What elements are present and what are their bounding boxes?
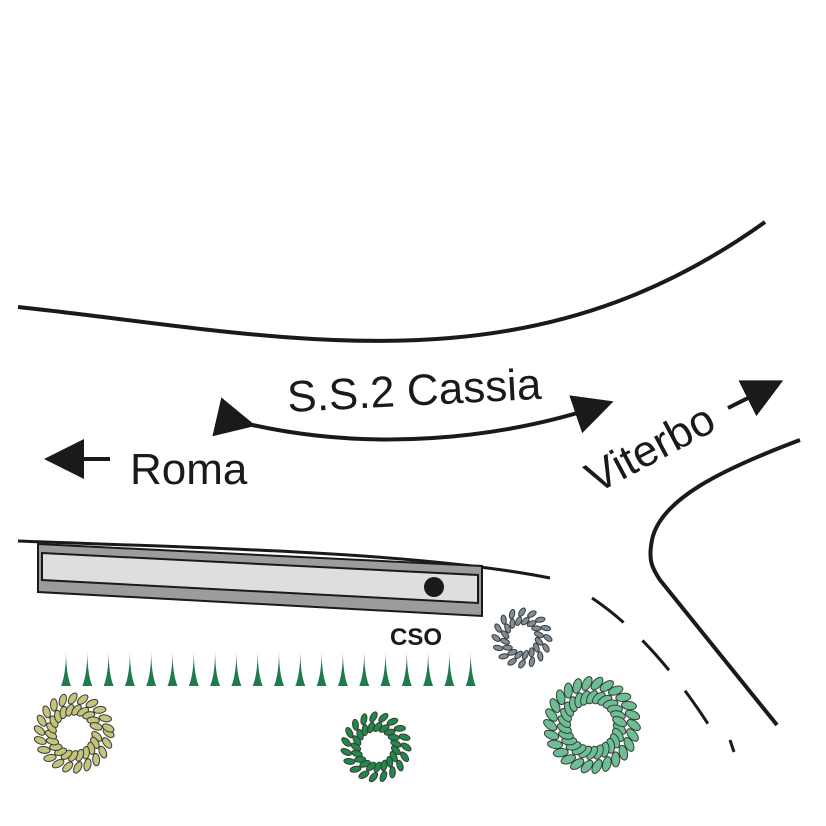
viterbo-arrow <box>727 380 784 417</box>
road-edge-east-curve <box>648 438 801 727</box>
slate-tree-icon <box>491 607 553 669</box>
roma-label: Roma <box>130 445 248 494</box>
hedge-shrub-icon <box>61 650 71 686</box>
cso-point <box>424 577 444 597</box>
hedge-shrub-icon <box>295 650 306 686</box>
hedge-shrub-icon <box>337 650 348 686</box>
hedge-shrub-icon <box>146 650 157 686</box>
trees <box>33 607 641 783</box>
hedge-shrub-icon <box>252 650 263 686</box>
hedge-shrub-icon <box>401 650 412 686</box>
hedge-shrub-icon <box>167 650 178 686</box>
hedge-shrub-icon <box>82 650 93 686</box>
hedge-shrub-icon <box>274 650 284 686</box>
hedge-shrub-icon <box>380 650 391 686</box>
hedge-shrub-icon <box>124 650 135 686</box>
hedge-shrub-icon <box>316 650 327 686</box>
olive-tree-icon <box>33 692 115 774</box>
hedge-row <box>61 650 476 686</box>
road-edge-south <box>17 539 551 580</box>
hedge-shrub-icon <box>423 650 434 686</box>
hedge-shrub-icon <box>103 650 114 686</box>
hedge-shrub-icon <box>210 650 221 686</box>
building-inner <box>41 551 479 605</box>
hedge-shrub-icon <box>188 650 199 686</box>
road-name-label: S.S.2 Cassia <box>286 360 543 422</box>
dark-green-tree-icon <box>340 711 412 783</box>
road-edge-dash-end <box>728 739 736 753</box>
mint-tree-icon <box>543 676 641 774</box>
road-edge-north <box>17 220 767 343</box>
road-edge-dashed <box>591 596 714 731</box>
hedge-shrub-icon <box>231 650 242 686</box>
cso-label: CSO <box>390 624 442 651</box>
hedge-shrub-icon <box>444 650 455 686</box>
hedge-shrub-icon <box>359 650 370 686</box>
road-direction-arrow <box>212 395 614 442</box>
hedge-shrub-icon <box>465 650 476 686</box>
